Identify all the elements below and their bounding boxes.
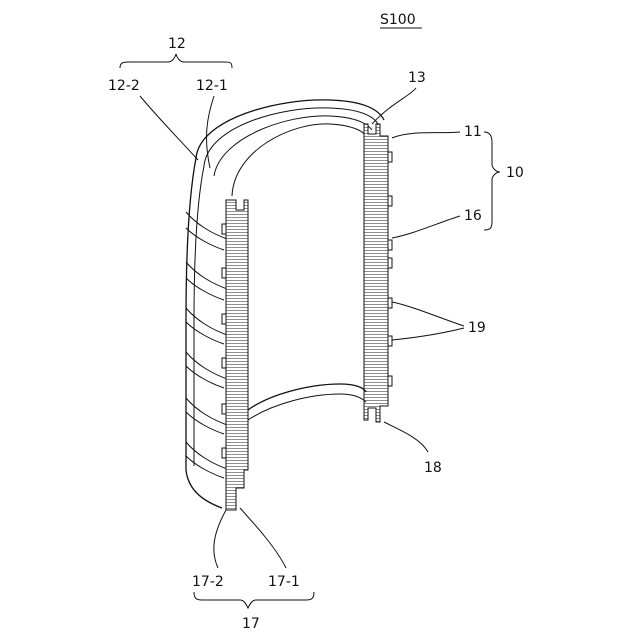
leader-19-a [392,302,464,326]
leader-13 [372,88,416,124]
leader-11 [392,132,460,138]
right-wall-notches [388,152,392,386]
outer-left-edge [186,158,222,508]
leader-18 [384,422,428,452]
label-17-2: 17-2 [192,574,224,590]
top-rim-innermost [232,124,366,196]
label-12: 12 [168,36,186,52]
label-17-1: 17-1 [268,574,300,590]
leader-17-1 [240,508,286,568]
label-10: 10 [506,165,524,181]
bottom-inner-rim-2 [248,394,366,420]
outer-left-edge-2 [194,166,204,466]
leader-12-2 [140,96,198,160]
top-rim-mid [204,108,378,166]
label-12-2: 12-2 [108,78,140,94]
right-wall-section [364,124,388,422]
leader-lines [120,54,500,608]
top-rim-inner [214,116,372,176]
label-13: 13 [408,70,426,86]
figure-title-group: S100 [380,12,422,28]
label-19: 19 [468,320,486,336]
label-17: 17 [242,616,260,632]
leader-16 [392,216,460,238]
left-wall-section [226,200,248,510]
leader-19-b [392,328,464,340]
brace-10 [484,132,500,230]
label-12-1: 12-1 [196,78,228,94]
cylinder-body [186,100,392,510]
label-11: 11 [464,124,482,140]
figure-title: S100 [380,12,416,28]
label-16: 16 [464,208,482,224]
outer-ridges [186,212,230,478]
part-labels: 12 12-2 12-1 13 11 10 16 19 18 17-2 17-1… [108,36,524,632]
brace-12 [120,54,232,68]
label-18: 18 [424,460,442,476]
leader-12-1 [207,96,214,168]
leader-17-2 [214,510,226,568]
brace-17 [194,592,314,608]
